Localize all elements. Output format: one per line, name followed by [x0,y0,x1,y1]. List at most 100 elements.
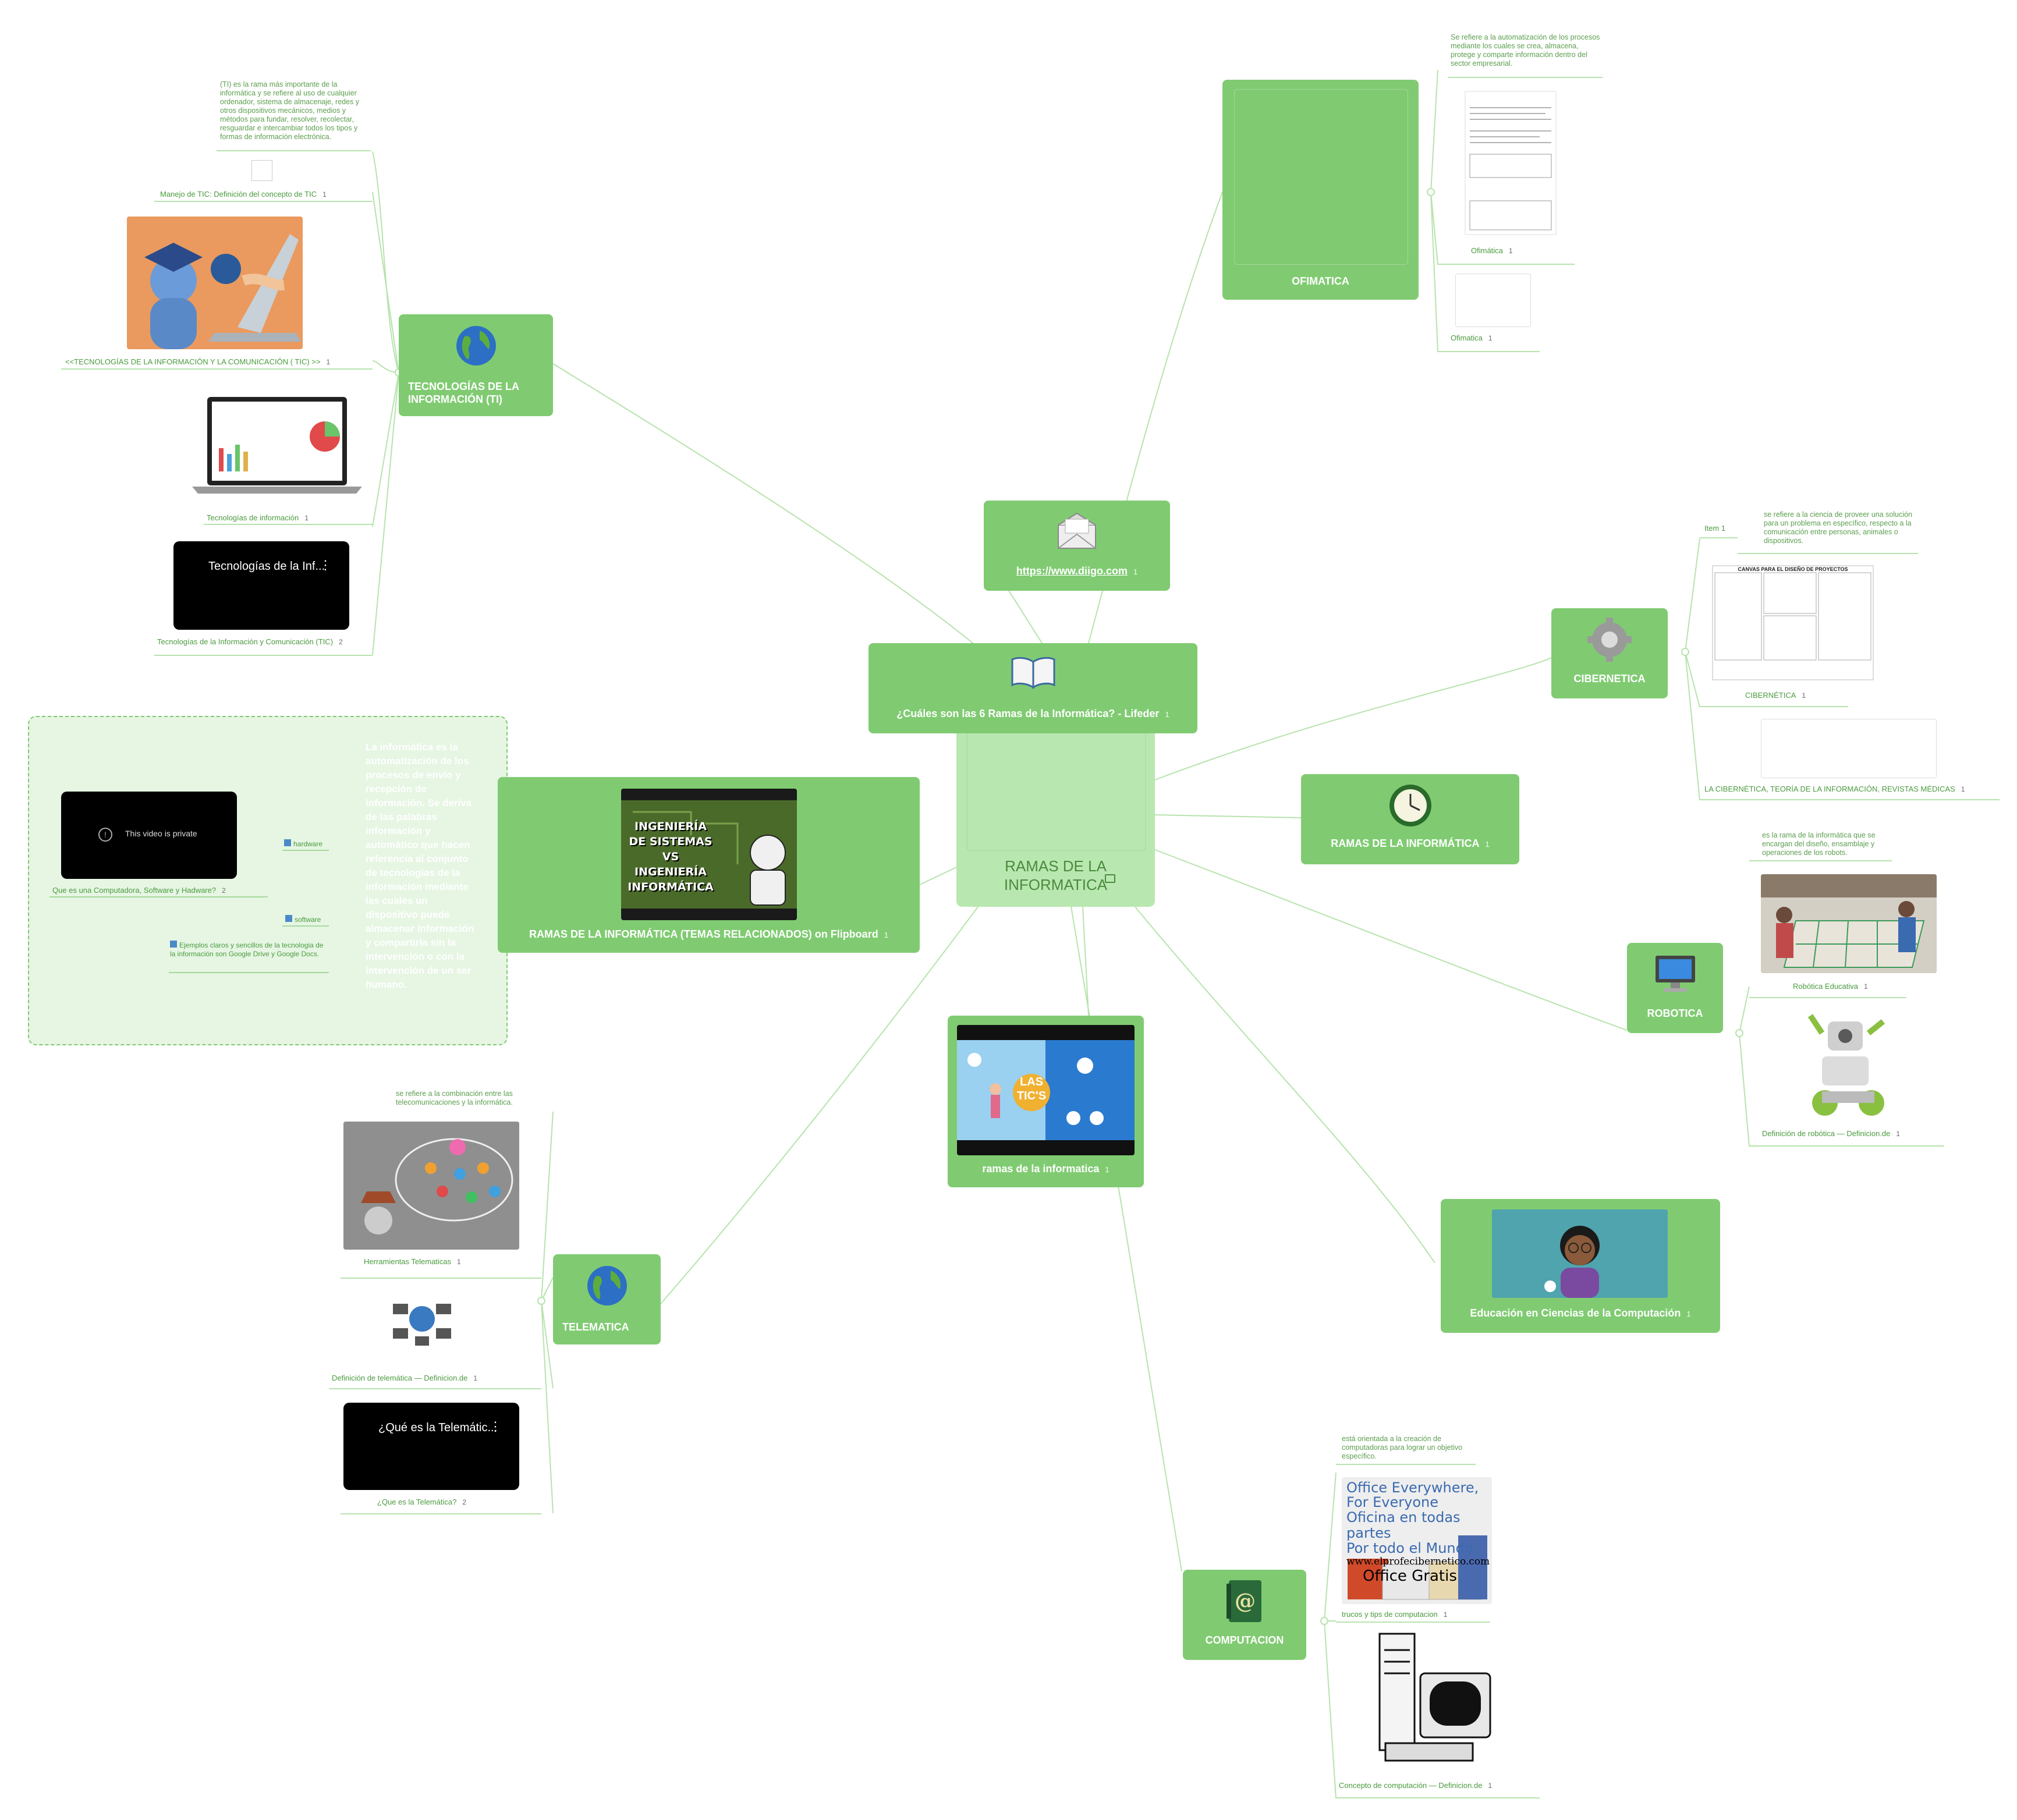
node-computacion[interactable]: @ COMPUTACION [1183,1570,1306,1660]
more-options-icon[interactable]: ⋮ [489,1419,502,1434]
graduate-laptop-image [127,217,303,349]
canvas-title: CANVAS PARA EL DISEÑO DE PROYECTOS [1738,566,1848,572]
central-topic[interactable]: RAMAS DE LA INFORMATICA [956,722,1155,907]
ti-video[interactable]: Tecnologías de la Inf... ⋮ [173,541,349,630]
info-icon: ! [98,828,112,842]
link-count: 1 [1485,840,1490,849]
number-icon [284,839,291,846]
computacion-note: está orientada a la creación de computad… [1342,1435,1463,1460]
node-telematica-title: TELEMATICA [562,1321,629,1333]
ti-leaf-manejo-tic[interactable]: Manejo de TIC: Definición del concepto d… [160,190,327,198]
node-cibernetica-title: CIBERNETICA [1573,673,1646,684]
broken-image-icon [1455,274,1531,327]
hardware-item[interactable]: hardware [284,839,322,849]
informatica-group: ! This video is private Que es una Compu… [28,716,508,1045]
more-options-icon[interactable]: ⋮ [319,558,332,572]
node-tecnologias-informacion[interactable]: TECNOLOGÍAS DE LA INFORMACIÓN (TI) [399,314,553,416]
cibernetica-item-1[interactable]: Item 1 [1704,524,1726,533]
canvas-diseno-image: CANVAS PARA EL DISEÑO DE PROYECTOS [1711,565,1874,681]
tics-thumbnail: LAS TIC'S [957,1025,1135,1155]
image-icon [1105,874,1115,883]
node-ramas-title: RAMAS DE LA INFORMÁTICA [1331,838,1480,849]
diigo-link[interactable]: https://www.diigo.com [1016,565,1128,577]
number-icon [170,941,177,948]
robotica-educativa-image [1761,874,1937,973]
central-topic-title: RAMAS DE LA INFORMATICA [1004,857,1108,893]
informatica-description: La informática es la automatización de l… [366,742,474,990]
office-ad-text: Office Everywhere, For Everyone Oficina … [1346,1480,1490,1585]
laptop-dashboard-image [192,396,362,495]
cibernetica-leaf-2[interactable]: LA CIBERNÉTICA, TEORÍA DE LA INFORMACIÓN… [1704,785,1965,793]
link-count: 1 [1105,1165,1109,1174]
node-educacion-title: Educación en Ciencias de la Computación [1470,1307,1681,1319]
node-ofimatica-title: OFIMATICA [1292,275,1349,287]
video-title: ¿Qué es la Telemátic... [378,1421,498,1434]
node-telematica[interactable]: TELEMATICA [553,1254,661,1344]
node-tics-title: ramas de la informatica [982,1163,1100,1175]
link-count: 1 [1686,1310,1691,1318]
globe-icon [585,1264,629,1311]
link-count: 1 [884,931,888,939]
link-count: 1 [1133,567,1138,576]
video-title: Tecnologías de la Inf... [208,560,325,573]
examples-note[interactable]: Ejemplos claros y sencillos de la tecnol… [170,941,324,958]
central-image-placeholder [967,728,1146,851]
software-item[interactable]: software [285,915,321,924]
node-ti-title: TECNOLOGÍAS DE LA INFORMACIÓN (TI) [408,381,519,405]
node-educacion-computacion[interactable]: Educación en Ciencias de la Computación 1 [1441,1199,1720,1333]
globe-icon [454,324,498,371]
network-devices-image [387,1292,457,1350]
node-flipboard-title: RAMAS DE LA INFORMÁTICA (TEMAS RELACIONA… [529,928,878,940]
ti-note: (TI) es la rama más importante de la inf… [220,80,360,141]
node-diigo[interactable]: https://www.diigo.com 1 [984,501,1170,591]
telematica-leaf-definicion[interactable]: Definición de telemática — Definicion.de… [332,1374,478,1382]
tics-badge: LAS TIC'S [1016,1076,1047,1102]
book-icon [1010,655,1057,693]
telematica-video[interactable]: ¿Qué es la Telemátic... ⋮ [343,1403,519,1490]
telematica-leaf-que-es[interactable]: ¿Que es la Telemática?2 [377,1498,467,1506]
ti-leaf-tic-comunicacion[interactable]: <<TECNOLOGÍAS DE LA INFORMACIÓN Y LA COM… [65,357,331,366]
clock-icon [1387,782,1434,832]
number-icon [285,915,292,922]
cibernetica-note: se refiere a la ciencia de proveer una s… [1764,510,1913,545]
ofimatica-note: Se refiere a la automatización de los pr… [1451,33,1600,68]
link-count: 1 [1165,710,1169,719]
ti-leaf-tic-video[interactable]: Tecnologías de la Información y Comunica… [157,637,343,646]
desktop-computer-image [1374,1633,1496,1766]
telematica-note: se refiere a la combinación entre las te… [396,1090,513,1106]
node-lifeder[interactable]: ¿Cuáles son las 6 Ramas de la Informátic… [869,643,1197,733]
node-tics[interactable]: LAS TIC'S ramas de la informatica 1 [948,1016,1144,1187]
node-robotica[interactable]: ROBOTICA [1627,943,1723,1033]
node-ramas-informatica[interactable]: RAMAS DE LA INFORMÁTICA 1 [1301,774,1519,864]
ofimatica-image-placeholder [1234,89,1408,265]
node-computacion-title: COMPUTACION [1205,1634,1284,1646]
telematica-network-image [343,1122,519,1250]
node-robotica-title: ROBOTICA [1647,1007,1703,1019]
gear-icon [1586,616,1633,666]
monitor-icon [1653,953,1697,997]
node-lifeder-title: ¿Cuáles son las 6 Ramas de la Informátic… [896,708,1160,719]
broken-image-icon [1761,719,1937,778]
node-ofimatica[interactable]: OFIMATICA [1222,80,1419,300]
educacion-thumbnail [1492,1209,1668,1298]
group-video-caption[interactable]: Que es una Computadora, Software y Hadwa… [52,886,226,895]
envelope-icon [1055,511,1099,555]
robotica-note: es la rama de la informática que se enca… [1762,831,1876,857]
private-video[interactable]: ! This video is private [61,792,237,879]
office-gratis-ad: Office Everywhere, For Everyone Oficina … [1342,1477,1492,1604]
ofimatica-document-image [1464,90,1557,236]
node-cibernetica[interactable]: CIBERNETICA [1551,608,1668,698]
